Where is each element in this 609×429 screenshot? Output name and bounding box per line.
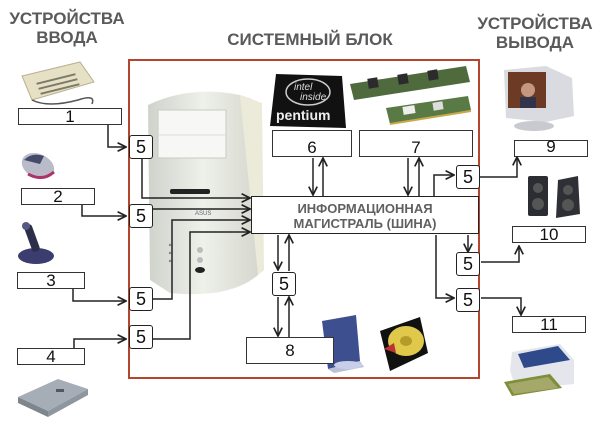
arrow-controller4-bus [153, 232, 250, 340]
speakers-image [526, 174, 584, 220]
bus-label-line1: ИНФОРМАЦИОННАЯ [297, 201, 433, 216]
arrow-controller3-bus [153, 220, 250, 300]
arrow-scanner-controller [73, 339, 126, 349]
crt-monitor-image [500, 64, 580, 134]
inkjet-printer-image [504, 340, 580, 396]
label-scanner: 4 [17, 348, 85, 365]
scanner-image [14, 375, 90, 419]
cpu-intel-text: intel [294, 82, 313, 93]
svg-text:ASUS: ASUS [195, 211, 211, 217]
arrow-controller1-bus [141, 159, 250, 198]
arrow-mouse-controller [81, 204, 126, 216]
keyboard-image [18, 60, 100, 108]
controller-keyboard: 5 [129, 135, 153, 159]
label-speakers: 10 [512, 226, 586, 243]
controller-scanner: 5 [129, 325, 153, 349]
output-devices-title: УСТРОЙСТВА ВЫВОДА [466, 14, 604, 52]
input-devices-title-text: УСТРОЙСТВА ВВОДА [9, 9, 125, 47]
label-joystick: 3 [17, 272, 85, 289]
arrow-joystick-controller [72, 286, 126, 301]
controller-monitor: 5 [456, 165, 480, 189]
label-mouse: 2 [21, 188, 95, 205]
controller-storage: 5 [272, 272, 296, 296]
input-devices-title: УСТРОЙСТВА ВВОДА [8, 9, 126, 47]
bus-label-line2: МАГИСТРАЛЬ (ШИНА) [293, 216, 437, 231]
label-memory: 7 [359, 130, 473, 157]
label-processor: 6 [272, 130, 352, 157]
cpu-inside-text: inside [300, 92, 327, 103]
controller-speakers: 5 [456, 252, 480, 276]
cpu-pentium-text: pentium [276, 107, 330, 123]
system-unit-title: СИСТЕМНЫЙ БЛОК [227, 30, 393, 49]
ram-modules-image [348, 64, 473, 132]
label-monitor: 9 [514, 138, 588, 157]
mouse-image [18, 150, 58, 182]
label-printer: 11 [512, 316, 586, 333]
label-keyboard: 1 [18, 108, 122, 125]
intel-pentium-cpu-image: intel inside pentium [270, 72, 346, 130]
joystick-image [14, 218, 56, 266]
label-storage: 8 [246, 337, 334, 364]
output-devices-title-text: УСТРОЙСТВА ВЫВОДА [477, 14, 593, 52]
controller-joystick: 5 [129, 287, 153, 311]
information-bus: ИНФОРМАЦИОННАЯ МАГИСТРАЛЬ (ШИНА) [251, 196, 479, 234]
arrow-keyboard-controller [107, 124, 126, 147]
controller-mouse: 5 [129, 204, 153, 228]
controller-printer: 5 [456, 288, 480, 312]
